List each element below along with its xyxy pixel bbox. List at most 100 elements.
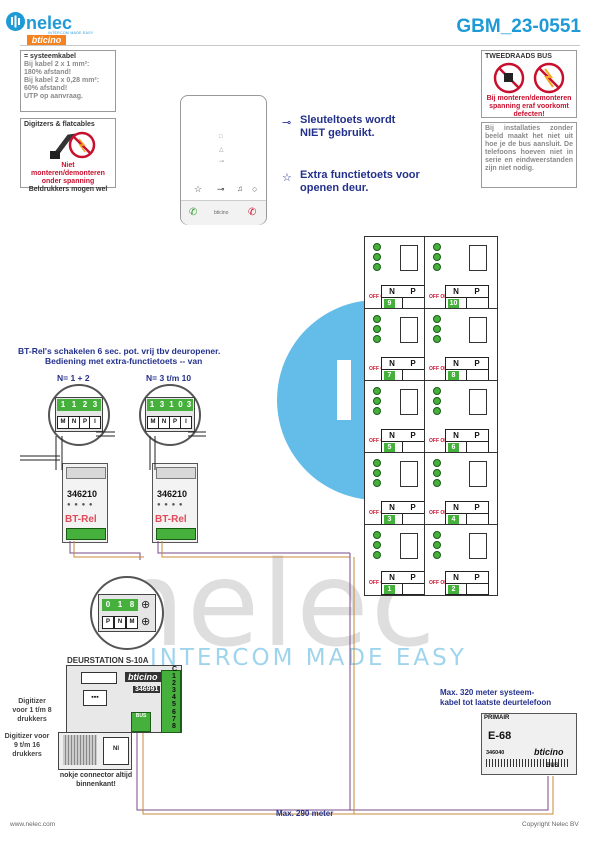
indoor-phone: □ △ ⊸ ☆ ⊸ ♫ ○ ✆ bticino ✆ bbox=[180, 95, 267, 225]
brand-tagline: INTERCOM MADE EASY bbox=[48, 31, 94, 35]
bus-terminal bbox=[373, 551, 381, 559]
door-connector bbox=[81, 672, 117, 684]
config-screw-icon: ⊕ bbox=[141, 616, 151, 628]
phone-unit: OFF ON N P 2 bbox=[424, 524, 498, 596]
bus-terminal bbox=[433, 459, 441, 467]
offon-switch[interactable]: OFF ON bbox=[369, 438, 388, 444]
phone-display bbox=[400, 389, 418, 415]
offon-switch[interactable]: OFF ON bbox=[369, 580, 388, 586]
p-header: P bbox=[410, 359, 416, 368]
document-id: GBM_23-0551 bbox=[456, 16, 581, 37]
offon-switch[interactable]: OFF ON bbox=[369, 294, 388, 300]
bus-terminal bbox=[433, 263, 441, 271]
digitizer-1-label: Digitizer voor 1 t/m 8 drukkers bbox=[12, 698, 52, 723]
bus-terminal bbox=[373, 253, 381, 261]
bus-terminal bbox=[433, 325, 441, 333]
p-header: P bbox=[474, 431, 480, 440]
bus-terminal bbox=[433, 387, 441, 395]
p-header: P bbox=[474, 573, 480, 582]
offon-switch[interactable]: OFF ON bbox=[429, 438, 448, 444]
power-part-number: 346040 bbox=[486, 750, 505, 756]
door-bus-block: BUS bbox=[131, 712, 151, 732]
terminal-label: 8 bbox=[172, 722, 176, 730]
relay-leds: ● ● ● ● bbox=[157, 502, 184, 508]
call-end-icon[interactable]: ✆ bbox=[248, 207, 257, 218]
digitizer-nl-label: NI bbox=[113, 746, 119, 752]
config-cell: 0 bbox=[176, 399, 185, 411]
bus-terminal bbox=[373, 459, 381, 467]
config-screw-icon: ⊕ bbox=[141, 599, 151, 611]
door-brand: bticino bbox=[125, 672, 161, 682]
offon-switch[interactable]: OFF ON bbox=[429, 294, 448, 300]
phone-music-button[interactable]: ♫ bbox=[237, 184, 243, 193]
config-cell: 3 bbox=[185, 399, 193, 411]
n-value: 9 bbox=[384, 299, 395, 308]
cable-note: = systeemkabel Bij kabel 2 x 1 mm²: 180%… bbox=[20, 50, 116, 112]
bus-terminal bbox=[433, 335, 441, 343]
door-config-panel: 0 1 8 ⊕ P N M ⊕ bbox=[98, 594, 156, 632]
cable-note-line: 60% afstand! bbox=[24, 85, 68, 92]
n-value: 7 bbox=[384, 371, 395, 380]
phone-star-button[interactable]: ☆ bbox=[194, 184, 203, 194]
address-config: N P 8 bbox=[445, 357, 489, 381]
phone-display bbox=[469, 317, 487, 343]
terminal-label: 6 bbox=[172, 708, 176, 716]
relay-leds: ● ● ● ● bbox=[67, 502, 94, 508]
bus-terminal bbox=[433, 315, 441, 323]
phone-display bbox=[469, 245, 487, 271]
relay-a-config-panel: 1 1 2 3 M N P I bbox=[55, 397, 103, 432]
footer-website[interactable]: www.nelec.com bbox=[10, 821, 56, 828]
offon-switch[interactable]: OFF ON bbox=[369, 510, 388, 516]
config-cell: 2 bbox=[79, 399, 91, 411]
brand-name: nelec bbox=[26, 13, 73, 33]
terminal-label: 7 bbox=[172, 715, 176, 723]
n-header: N bbox=[453, 503, 459, 512]
bus-terminal bbox=[373, 407, 381, 415]
phone-display bbox=[400, 533, 418, 559]
bus-terminal bbox=[433, 479, 441, 487]
offon-switch[interactable]: OFF ON bbox=[429, 580, 448, 586]
flatcable bbox=[63, 735, 97, 765]
phone-unit: OFF ON N P 4 bbox=[424, 452, 498, 526]
address-config: N P 5 bbox=[381, 429, 425, 453]
n-value: 3 bbox=[384, 515, 395, 524]
p-header: P bbox=[410, 573, 416, 582]
digitizer-module: NI bbox=[58, 732, 132, 770]
terminal-label: C bbox=[172, 666, 178, 673]
cable-note-line: 180% afstand! bbox=[24, 69, 72, 76]
phone-display bbox=[469, 389, 487, 415]
phone-circle-button[interactable]: ○ bbox=[252, 184, 258, 194]
relay-terminals-bottom bbox=[156, 528, 196, 540]
install-note: Bij installaties zonder beeld maakt het … bbox=[481, 122, 577, 188]
power-bus-label: BUS bbox=[546, 763, 559, 769]
n-header: N bbox=[389, 573, 395, 582]
bus-terminal bbox=[433, 469, 441, 477]
config-cell: 0 bbox=[102, 599, 114, 611]
bus-terminal bbox=[433, 551, 441, 559]
bus-terminal bbox=[433, 531, 441, 539]
bus-terminal bbox=[373, 263, 381, 271]
cable-note-line: UTP op aanvraag. bbox=[24, 93, 84, 100]
offon-switch[interactable]: OFF ON bbox=[429, 510, 448, 516]
max-290-note: Max. 290 meter bbox=[276, 809, 334, 818]
config-cell: 1 bbox=[167, 399, 176, 411]
relay-b-label: N= 3 t/m 10 bbox=[146, 373, 192, 383]
n-header: N bbox=[389, 503, 395, 512]
offon-switch[interactable]: OFF ON bbox=[429, 366, 448, 372]
offon-switch[interactable]: OFF ON bbox=[369, 366, 388, 372]
config-cell: 3 bbox=[157, 399, 167, 411]
call-accept-icon[interactable]: ✆ bbox=[189, 207, 198, 218]
address-config: N P 6 bbox=[445, 429, 489, 453]
n-value: 6 bbox=[448, 443, 459, 452]
ribbon-cable-icon bbox=[24, 129, 112, 162]
connector-note: nokje connector altijd binnenkant! bbox=[59, 772, 133, 788]
relay-part-number: 346210 bbox=[67, 489, 98, 499]
bus-note-heading: TWEEDRAADS BUS bbox=[485, 53, 552, 60]
digitizer-note: Digitzers & flatcables Niet monteren/dem… bbox=[20, 118, 116, 193]
phone-unit: OFF ON N P 10 bbox=[424, 236, 498, 310]
phone-brand: bticino bbox=[214, 210, 229, 216]
phone-key-button[interactable]: ⊸ bbox=[217, 184, 225, 194]
phone-display bbox=[469, 461, 487, 487]
door-terminal-labels: C 1 2 3 4 5 6 7 8 bbox=[172, 666, 182, 730]
phone-unit: OFF ON N P 1 bbox=[364, 524, 426, 596]
